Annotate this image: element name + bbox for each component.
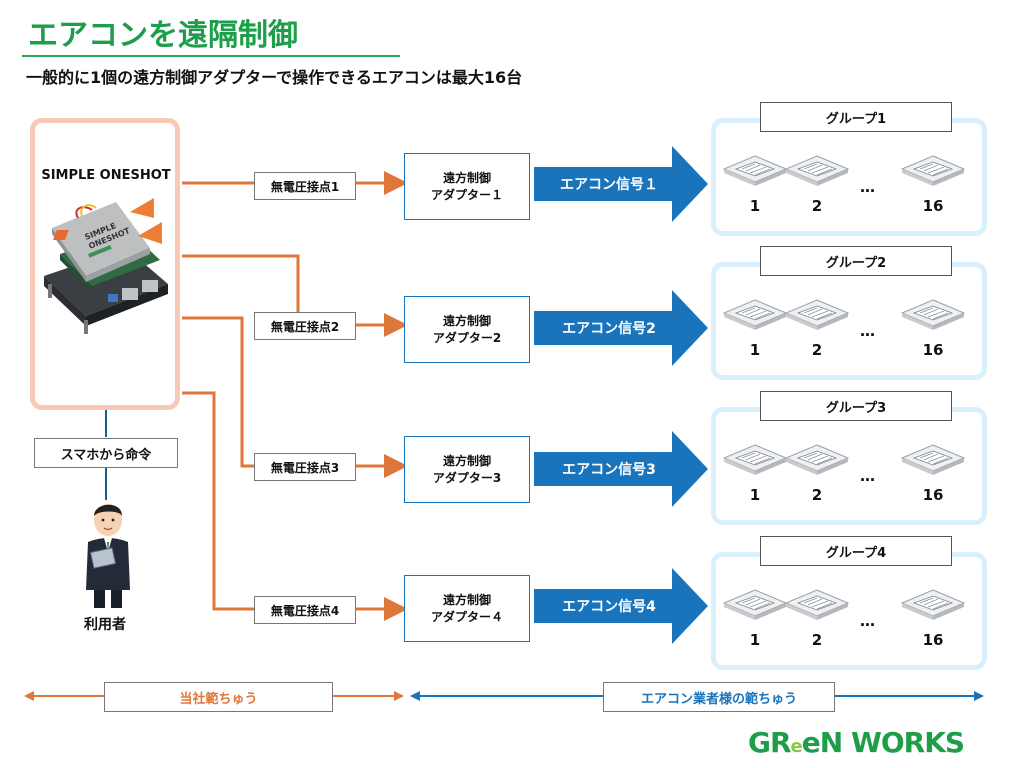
page-subtitle: 一般的に1個の遠方制御アダプターで操作できるエアコンは最大16台	[26, 68, 523, 87]
group-1-title: グループ1	[760, 102, 952, 132]
ac-unit-ellipsis: …	[860, 612, 875, 630]
signal-arrow-2	[534, 290, 708, 366]
ac-unit-number: 1	[749, 341, 761, 359]
title-underline	[22, 55, 400, 57]
ac-unit-ellipsis: …	[860, 467, 875, 485]
ac-unit-number: 16	[922, 486, 944, 504]
device-frame	[30, 118, 180, 410]
ac-unit-icon	[784, 589, 850, 620]
contact-1: 無電圧接点1	[254, 172, 356, 200]
group-4-title: グループ4	[760, 536, 952, 566]
ac-unit-icon	[722, 589, 788, 620]
ac-unit-number: 2	[811, 197, 823, 215]
scope-vendor-label: エアコン業者様の範ちゅう	[603, 682, 835, 712]
adapter-3-line2: アダプター3	[432, 470, 502, 485]
ac-unit-icon	[784, 444, 850, 475]
brand-logo: GReeN WORKS	[748, 726, 965, 759]
ac-unit-number: 1	[749, 197, 761, 215]
adapter-2-line1: 遠方制御	[442, 314, 491, 329]
adapter-4-line1: 遠方制御	[442, 593, 491, 608]
contact-2: 無電圧接点2	[254, 312, 356, 340]
signal-2-label: エアコン信号2	[562, 321, 656, 337]
ac-unit-ellipsis: …	[860, 178, 875, 196]
scope-own-label: 当社範ちゅう	[104, 682, 333, 712]
ac-unit-icon	[784, 299, 850, 330]
device-name: SIMPLE ONESHOT	[41, 168, 171, 183]
adapter-2-line2: アダプター2	[432, 330, 502, 345]
ac-unit-icon	[900, 155, 966, 186]
connector-2	[182, 254, 408, 337]
user-illustration	[86, 504, 130, 608]
signal-arrow-4	[534, 568, 708, 644]
ac-unit-ellipsis: …	[860, 322, 875, 340]
scope-vendor-line	[410, 691, 984, 701]
command-label: スマホから命令	[34, 438, 178, 468]
device-illustration: SIMPLE ONESHOT	[44, 198, 168, 334]
ac-unit-number: 2	[811, 341, 823, 359]
ac-unit-number: 16	[922, 341, 944, 359]
contact-3: 無電圧接点3	[254, 453, 356, 481]
signal-4-label: エアコン信号4	[562, 599, 656, 615]
ac-unit-icon	[784, 155, 850, 186]
signal-1-label: エアコン信号１	[560, 177, 658, 193]
scope-own-line	[24, 691, 404, 701]
page-title: エアコンを遠隔制御	[28, 18, 298, 53]
signal-arrow-1	[534, 146, 708, 222]
adapter-4-line2: アダプター４	[430, 609, 503, 624]
ac-unit-icon	[722, 444, 788, 475]
ac-unit-number: 16	[922, 631, 944, 649]
ac-unit-number: 16	[922, 197, 944, 215]
signal-3-label: エアコン信号3	[562, 462, 656, 478]
ac-unit-icon	[722, 155, 788, 186]
group-3-title: グループ3	[760, 391, 952, 421]
ac-unit-number: 2	[811, 631, 823, 649]
ac-unit-icon	[900, 589, 966, 620]
signal-arrow-3	[534, 431, 708, 507]
adapter-3-line1: 遠方制御	[442, 454, 491, 469]
user-label: 利用者	[84, 617, 126, 633]
ac-unit-icon	[722, 299, 788, 330]
ac-unit-number: 1	[749, 486, 761, 504]
adapter-2: 遠方制御 アダプター2	[404, 296, 530, 363]
adapter-4: 遠方制御 アダプター４	[404, 575, 530, 642]
ac-unit-icon	[900, 444, 966, 475]
connector-3	[182, 316, 408, 478]
connector-4	[182, 391, 408, 621]
adapter-1-line2: アダプター１	[430, 187, 503, 202]
group-2-title: グループ2	[760, 246, 952, 276]
adapter-3: 遠方制御 アダプター3	[404, 436, 530, 503]
contact-4: 無電圧接点4	[254, 596, 356, 624]
ac-unit-icon	[900, 299, 966, 330]
adapter-1-line1: 遠方制御	[442, 171, 491, 186]
ac-unit-number: 2	[811, 486, 823, 504]
ac-unit-number: 1	[749, 631, 761, 649]
adapter-1: 遠方制御 アダプター１	[404, 153, 530, 220]
